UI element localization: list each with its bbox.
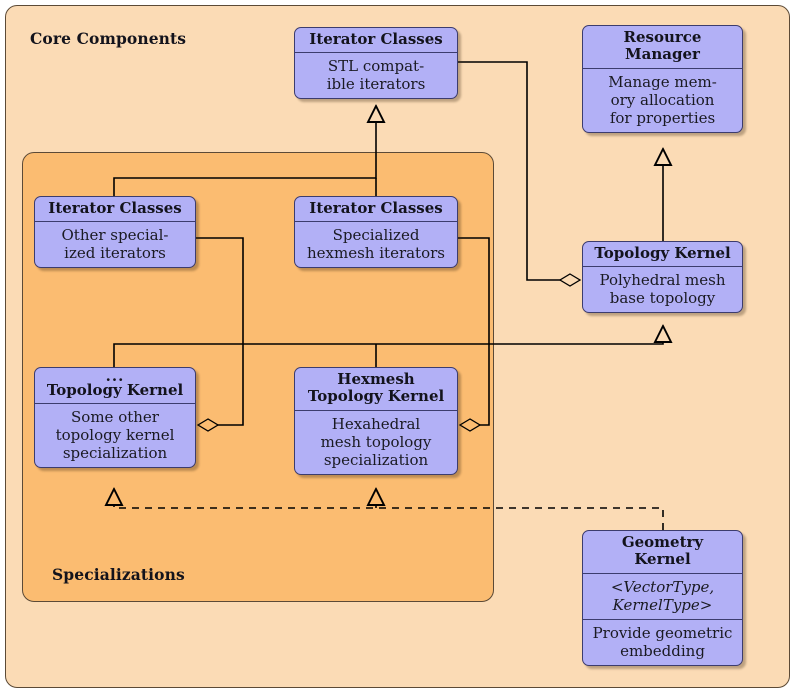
class-template-line: <VectorType, [610, 577, 715, 596]
class-body: Hexahedral mesh topology specialization [295, 411, 457, 474]
edge-generalization-iterators [113, 106, 376, 196]
class-body-line: topology kernel [55, 426, 175, 445]
class-body-line: for properties [609, 108, 716, 127]
class-separator [583, 572, 742, 574]
class-body-line: Provide geometric [592, 623, 733, 642]
class-body: STL compat- ible iterators [295, 53, 457, 98]
class-title: Iterator Classes [309, 199, 443, 217]
class-body-line: base topology [609, 289, 716, 308]
class-body: Manage mem- ory allocation for propertie… [583, 69, 742, 132]
class-title: Hexmesh Topology Kernel [295, 368, 457, 410]
core-components-label: Core Components [30, 29, 187, 48]
class-body-line: Polyhedral mesh [599, 271, 726, 290]
diamond-other-topologykernel [196, 418, 220, 432]
class-body: Other special- ized iterators [35, 222, 195, 267]
edge-aggregation-otheriterator-otherkernel [196, 237, 244, 426]
specializations-label: Specializations [52, 565, 185, 584]
class-separator [583, 266, 742, 268]
class-box-other-topology-kernel[interactable]: ... Topology Kernel Some other topology … [34, 367, 196, 469]
class-title: Resource Manager [583, 26, 742, 68]
class-body: Some other topology kernel specializatio… [35, 404, 195, 467]
class-title-line: Topology Kernel [46, 380, 184, 399]
diamond-hexmesh-topologykernel [458, 418, 482, 432]
class-body: Provide geometric embedding [583, 620, 742, 665]
class-separator [583, 618, 742, 620]
class-title-line: Topology Kernel [307, 387, 445, 406]
diamond-topologykernel [558, 273, 582, 287]
class-title-line: Geometry [621, 533, 704, 551]
class-box-stl-iterator[interactable]: Iterator Classes STL compat- ible iterat… [294, 27, 458, 100]
class-title-line: Manager [625, 45, 700, 64]
class-title-line: Resource [623, 28, 702, 46]
class-separator [295, 221, 457, 223]
class-body-line: specialization [62, 444, 168, 463]
class-box-topology-kernel[interactable]: Topology Kernel Polyhedral mesh base top… [582, 241, 743, 314]
class-box-geometry-kernel[interactable]: Geometry Kernel <VectorType, KernelType>… [582, 530, 743, 666]
class-separator [583, 67, 742, 69]
class-body-line: hexmesh iterators [307, 244, 445, 263]
edge-dependency-geometrykernel [113, 497, 664, 530]
class-title-line: Kernel [634, 550, 691, 569]
class-body-line: STL compat- [327, 57, 425, 76]
edge-generalization-kernels-topologykernel [113, 326, 663, 367]
class-box-other-iterator[interactable]: Iterator Classes Other special- ized ite… [34, 196, 196, 269]
class-body-line: ible iterators [326, 75, 426, 94]
class-body: Specialized hexmesh iterators [295, 222, 457, 267]
class-title: Topology Kernel [594, 244, 731, 262]
class-template-params: <VectorType, KernelType> [583, 574, 742, 619]
class-title: ... Topology Kernel [35, 368, 195, 403]
edge-aggregation-stl-topologykernel [458, 61, 570, 281]
class-separator [35, 403, 195, 405]
class-body-line: Some other [71, 408, 159, 427]
ellipsis-label: ... [105, 367, 125, 385]
class-box-hexmesh-iterator[interactable]: Iterator Classes Specialized hexmesh ite… [294, 196, 458, 269]
class-template-line: KernelType> [612, 595, 713, 614]
class-separator [295, 409, 457, 411]
class-separator [35, 221, 195, 223]
class-body: Polyhedral mesh base topology [583, 267, 742, 312]
class-box-hexmesh-topology-kernel[interactable]: Hexmesh Topology Kernel Hexahedral mesh … [294, 367, 458, 475]
class-box-resource-manager[interactable]: Resource Manager Manage mem- ory allocat… [582, 25, 743, 133]
class-body-line: ory allocation [610, 90, 715, 109]
class-title: Iterator Classes [48, 199, 182, 217]
class-separator [295, 52, 457, 54]
class-title: Geometry Kernel [583, 531, 742, 573]
class-body-line: Manage mem- [608, 72, 717, 91]
class-body-line: Specialized [332, 226, 420, 245]
class-body-line: mesh topology [320, 432, 432, 451]
class-body-line: Other special- [61, 226, 169, 245]
class-title-line: Hexmesh [337, 370, 415, 388]
class-body-line: embedding [620, 641, 705, 660]
class-body-line: Hexahedral [331, 414, 421, 433]
class-body-line: specialization [323, 450, 429, 469]
class-title: Iterator Classes [309, 30, 443, 48]
edge-aggregation-hexmeshiterator-hexmeshkernel [458, 237, 490, 426]
class-body-line: ized iterators [64, 244, 166, 263]
